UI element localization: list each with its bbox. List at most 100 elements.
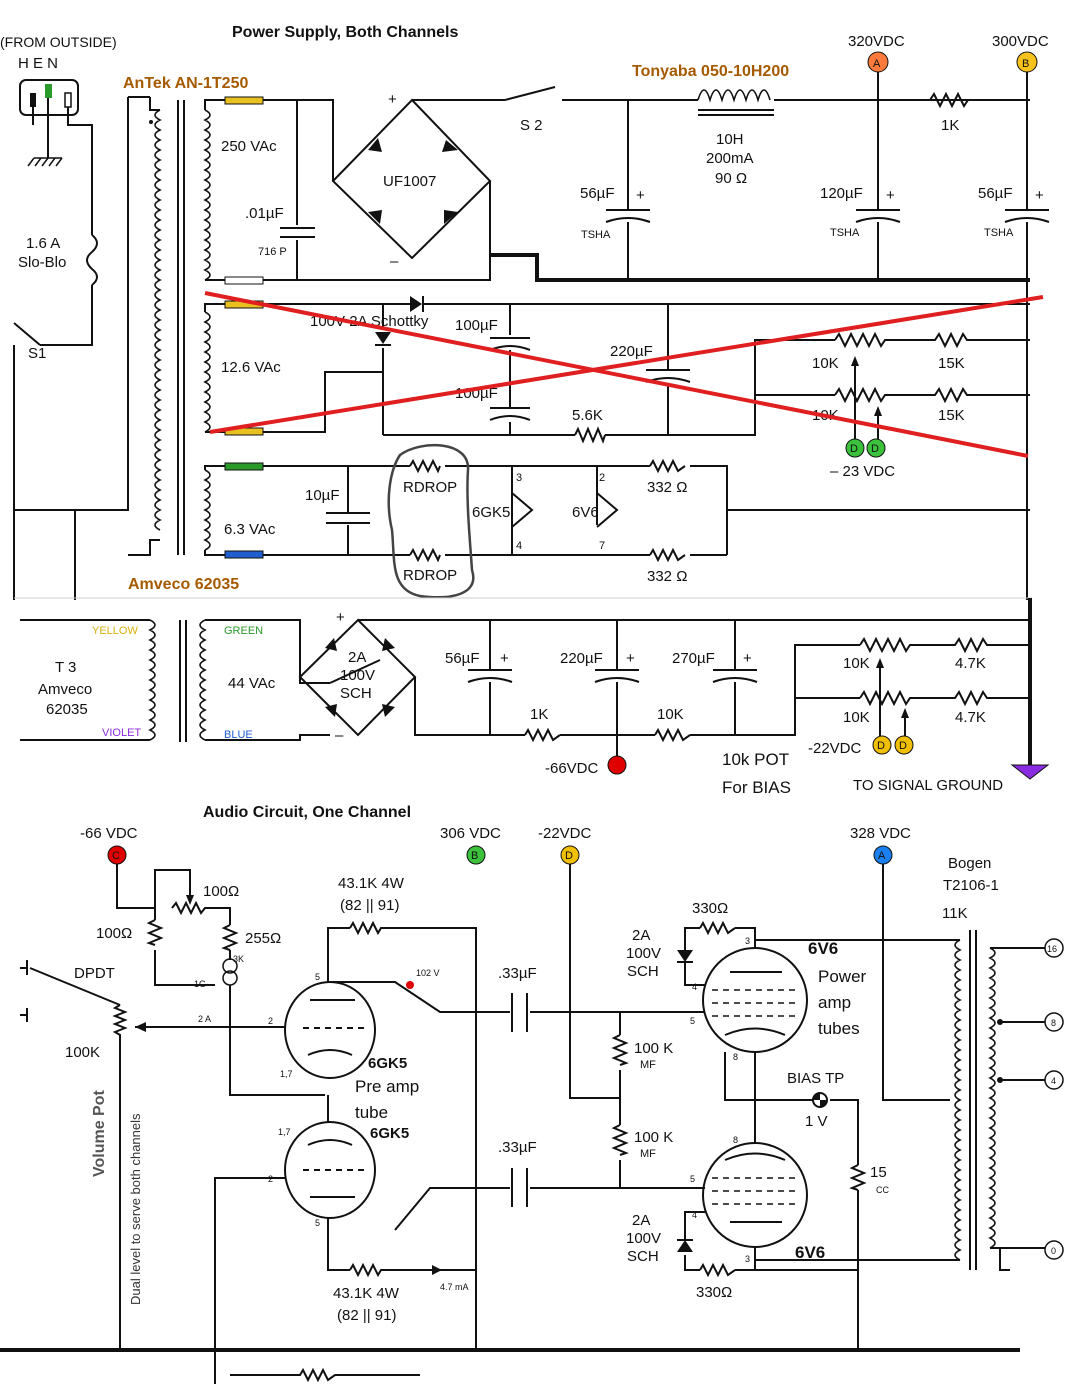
svg-text:2: 2 xyxy=(268,1016,273,1026)
power-6v6-2: 6V6 xyxy=(795,1243,825,1262)
svg-text:+: + xyxy=(886,187,895,204)
switch-s1-label: S1 xyxy=(28,345,46,362)
bias-tp-label: BIAS TP xyxy=(787,1070,844,1087)
power-supply-title: Power Supply, Both Channels xyxy=(232,24,458,41)
switch-s1-icon xyxy=(13,322,41,346)
old-cap-220uf: 220µF xyxy=(610,343,653,360)
audio-minus22-label: -22VDC xyxy=(538,825,592,842)
svg-text:A: A xyxy=(873,58,881,70)
power-label-3: tubes xyxy=(818,1019,860,1038)
bias-minus22-label: -22VDC xyxy=(808,740,862,757)
volume-pot-icon[interactable] xyxy=(112,1004,128,1350)
svg-text:C: C xyxy=(112,850,120,862)
node-a-marker-audio: A xyxy=(873,845,893,865)
choke-90ohm: 90 Ω xyxy=(715,170,747,187)
from-outside-label: (FROM OUTSIDE) xyxy=(0,34,117,50)
old-res-15k-2: 15K xyxy=(938,407,965,424)
bridge-minus: – xyxy=(390,253,399,270)
hen-label: H E N xyxy=(18,55,58,72)
node-c-marker-bias: C xyxy=(607,755,627,775)
ot-name: Bogen xyxy=(948,855,991,872)
crossed-out-marker xyxy=(204,291,1044,458)
rdrop-highlight-circle xyxy=(387,444,475,599)
heater-rdrop-2: RDROP xyxy=(403,567,457,584)
old-cap-100uf-1: 100µF xyxy=(455,317,498,334)
svg-text:B: B xyxy=(1022,58,1029,70)
dpdt-switch-icon[interactable] xyxy=(29,967,121,1006)
svg-text:C: C xyxy=(612,760,620,772)
res-43k-1: 43.1K 4W xyxy=(338,875,405,892)
secondary-12v6ac: 12.6 VAc xyxy=(221,359,281,376)
power-label-1: Power xyxy=(818,967,867,986)
t3-part: 62035 xyxy=(46,701,88,718)
svg-text:+: + xyxy=(636,187,645,204)
svg-text:–: – xyxy=(335,727,344,744)
preamp-6gk5-1: 6GK5 xyxy=(368,1055,407,1072)
svg-text:+: + xyxy=(626,650,635,667)
output-tap-8: 8 xyxy=(1044,1012,1064,1032)
transformer-primary-coil xyxy=(154,109,162,531)
svg-text:+: + xyxy=(1035,187,1044,204)
bridge2-sch: SCH xyxy=(340,685,372,702)
svg-text:1,7: 1,7 xyxy=(278,1127,291,1137)
cap-tsha-1: TSHA xyxy=(581,229,611,241)
bias-minus66-label: -66VDC xyxy=(545,760,599,777)
svg-text:3: 3 xyxy=(516,472,522,484)
t3-brand: Amveco xyxy=(38,681,92,698)
svg-text:3: 3 xyxy=(745,1254,750,1264)
new-cap-270uf: 270µF xyxy=(672,650,715,667)
svg-text:+: + xyxy=(336,609,345,626)
node-b-marker-audio: B xyxy=(466,845,486,865)
res-43k-1-par: (82 || 91) xyxy=(340,897,400,914)
new-pot-10k-1: 10K xyxy=(843,655,870,672)
svg-text:3: 3 xyxy=(745,936,750,946)
svg-text:4: 4 xyxy=(692,1210,697,1220)
res-255ohm: 255Ω xyxy=(245,930,281,947)
preamp-tube-1 xyxy=(284,981,376,1079)
res-15: 15 xyxy=(870,1164,887,1181)
svg-text:2A: 2A xyxy=(632,927,650,944)
t3-green: GREEN xyxy=(224,625,263,637)
res-43k-2-par: (82 || 91) xyxy=(337,1307,397,1324)
cathode-res-330-2: 330Ω xyxy=(696,1284,732,1301)
secondary-250vac: 250 VAc xyxy=(221,138,277,155)
svg-text:D: D xyxy=(871,443,879,455)
audio-306-label: 306 VDC xyxy=(440,825,501,842)
bias-test-point-icon[interactable] xyxy=(812,1092,828,1108)
old-res-56k: 5.6K xyxy=(572,407,603,424)
output-transformer xyxy=(954,930,996,1270)
svg-text:4: 4 xyxy=(516,540,522,552)
resistor-1k: 1K xyxy=(941,117,959,134)
secondary-6v3ac: 6.3 VAc xyxy=(224,521,276,538)
power-6v6-1: 6V6 xyxy=(808,939,838,958)
node-a-voltage: 320VDC xyxy=(848,33,905,50)
old-bias-voltage: – 23 VDC xyxy=(830,463,895,480)
preamp-tube-2 xyxy=(284,1121,376,1219)
grid-res-100k-2: 100 K xyxy=(634,1129,673,1146)
resistor-1k-icon xyxy=(929,91,969,109)
svg-text:8: 8 xyxy=(733,1135,738,1145)
old-pot-10k-1: 10K xyxy=(812,355,839,372)
heater-res-332-2: 332 Ω xyxy=(647,568,687,585)
svg-text:CC: CC xyxy=(876,1185,889,1195)
svg-text:A: A xyxy=(878,850,886,862)
svg-text:SCH: SCH xyxy=(627,963,659,980)
node-d-marker-old-2: D xyxy=(866,438,886,458)
svg-text:B: B xyxy=(471,850,478,862)
res-43k-2: 43.1K 4W xyxy=(333,1285,400,1302)
svg-text:4: 4 xyxy=(1051,1076,1056,1086)
old-res-15k-1: 15K xyxy=(938,355,965,372)
coupling-cap-2: .33µF xyxy=(498,1139,537,1156)
new-cap-56uf: 56µF xyxy=(445,650,480,667)
svg-text:D: D xyxy=(899,740,907,752)
volume-pot-label: Volume Pot xyxy=(91,1090,108,1177)
bridge2-2a: 2A xyxy=(348,649,366,666)
audio-328-label: 328 VDC xyxy=(850,825,911,842)
svg-text:8: 8 xyxy=(1051,1018,1056,1028)
test-point-102v xyxy=(406,981,414,989)
audio-circuit-title: Audio Circuit, One Channel xyxy=(203,804,411,821)
dpdt-label: DPDT xyxy=(74,965,115,982)
new-res-1k: 1K xyxy=(530,706,548,723)
